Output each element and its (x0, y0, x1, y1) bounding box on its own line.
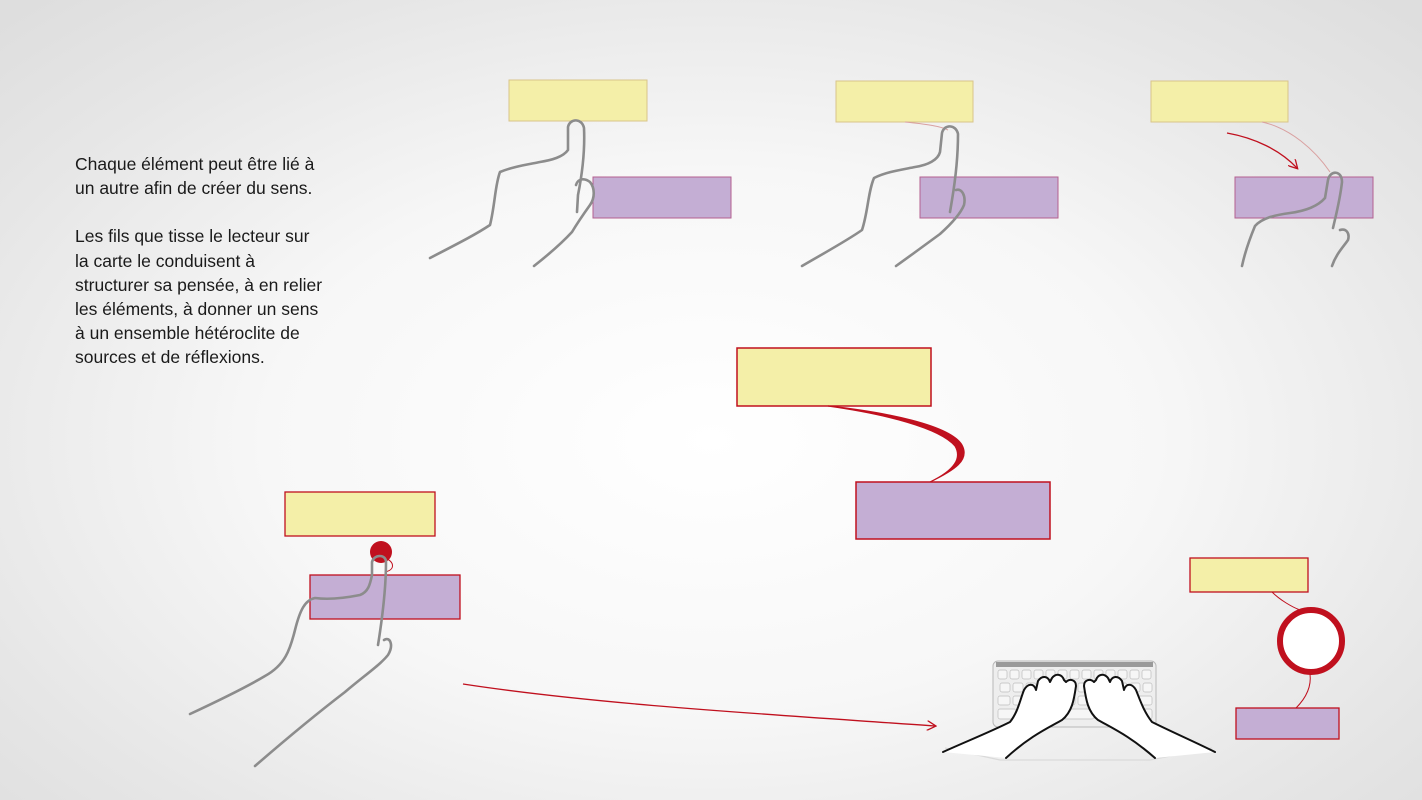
hand-icon (428, 119, 596, 268)
purple-card-small[interactable] (1235, 707, 1340, 740)
intro-paragraph-2: Les fils que tisse le lecteur sur la car… (75, 226, 323, 368)
purple-card[interactable] (1234, 176, 1374, 219)
purple-card[interactable] (919, 176, 1059, 219)
intro-text: Chaque élément peut être lié à un autre … (75, 152, 385, 370)
yellow-card-large[interactable] (736, 347, 932, 407)
keyboard-icon[interactable] (942, 660, 1216, 761)
purple-card-large[interactable] (855, 481, 1051, 540)
arrow-icon (1226, 132, 1297, 168)
thread-line (1261, 121, 1331, 173)
step-1-touch (428, 79, 732, 268)
link-ring-detail (1189, 557, 1345, 740)
link-ribbon (827, 405, 965, 483)
yellow-card[interactable] (835, 80, 974, 123)
ring-icon[interactable] (1277, 607, 1345, 675)
yellow-card[interactable] (1150, 80, 1289, 123)
purple-card[interactable] (592, 176, 732, 219)
step-3-release (1150, 80, 1374, 268)
hand-icon (1083, 673, 1216, 759)
thread-line (1271, 591, 1301, 611)
thread-line (904, 121, 949, 131)
hand-icon (942, 673, 1077, 759)
yellow-card-small[interactable] (1189, 557, 1309, 593)
hand-icon (800, 125, 966, 268)
intro-paragraph-1: Chaque élément peut être lié à un autre … (75, 154, 315, 199)
link-knob-gesture (188, 491, 461, 768)
arrow-icon (462, 683, 935, 726)
thread-line (1295, 673, 1311, 709)
yellow-card[interactable] (508, 79, 648, 122)
hand-icon (1240, 171, 1350, 268)
link-established (736, 347, 1051, 540)
yellow-card[interactable] (284, 491, 436, 537)
hand-icon (188, 554, 393, 768)
step-2-drag (800, 80, 1059, 268)
